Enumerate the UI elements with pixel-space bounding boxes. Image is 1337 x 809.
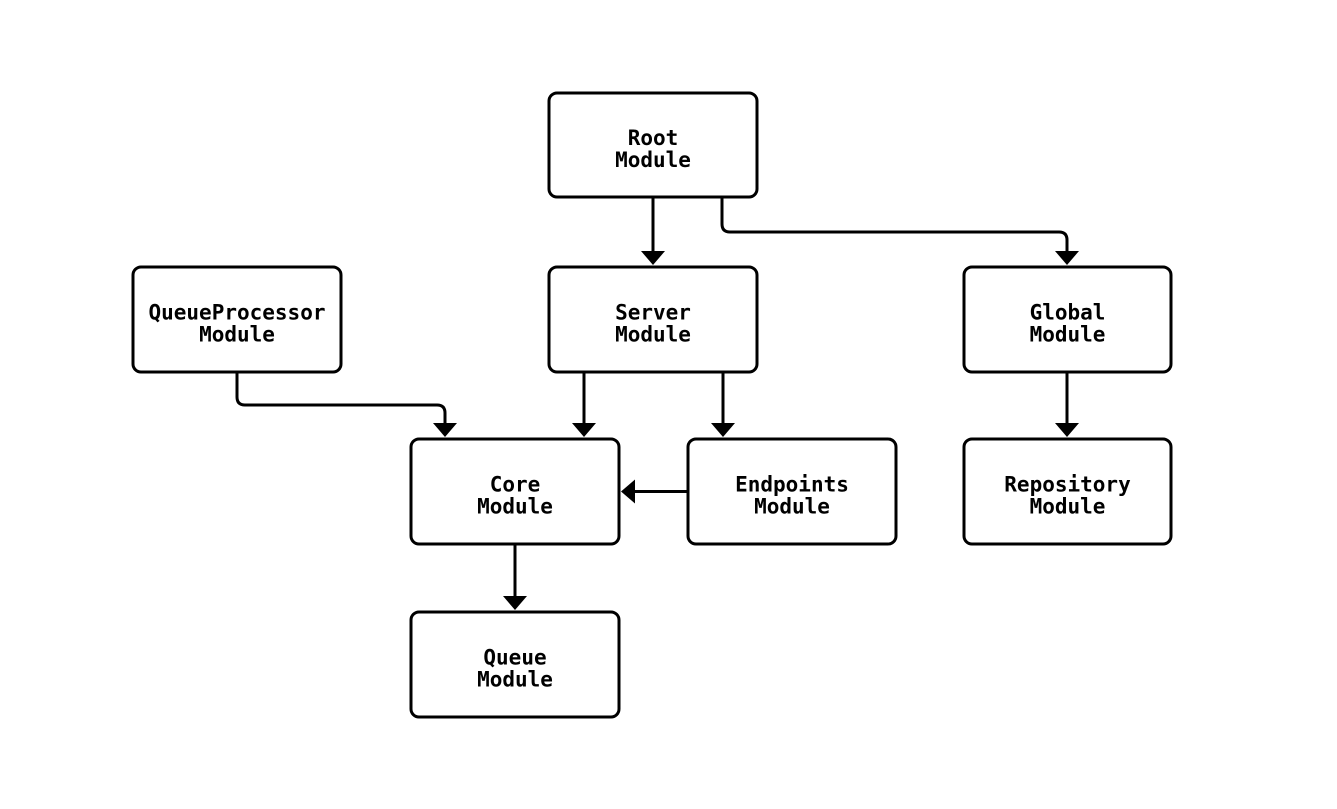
edges-layer <box>235 198 1079 610</box>
edge-queue-processor-to-core <box>235 373 457 437</box>
node-global-label-line-1: Module <box>1030 323 1106 347</box>
node-repository-label-line-0: Repository <box>1004 473 1131 497</box>
node-core-box <box>409 437 621 546</box>
node-queue-processor-label-line-0: QueueProcessor <box>148 301 325 325</box>
node-server-label-line-0: Server <box>615 301 691 325</box>
node-queue-processor-label-line-1: Module <box>199 323 275 347</box>
node-queue-label-line-0: Queue <box>483 646 546 670</box>
node-queue-box <box>409 610 621 719</box>
node-server-box <box>547 265 759 374</box>
node-root-label-line-1: Module <box>615 148 691 172</box>
node-root-label-line-0: Root <box>628 126 679 150</box>
node-queue-processor-box <box>131 265 343 374</box>
node-server-label-line-1: Module <box>615 323 691 347</box>
node-global-box <box>962 265 1173 374</box>
node-queue-label-line-1: Module <box>477 668 553 692</box>
node-core-label-line-1: Module <box>477 495 553 519</box>
node-global-label-line-0: Global <box>1030 301 1106 325</box>
node-endpoints-box <box>686 437 898 546</box>
node-endpoints-label-line-1: Module <box>754 495 830 519</box>
node-repository-box <box>962 437 1173 546</box>
node-root-box <box>547 91 759 199</box>
node-endpoints-label-line-0: Endpoints <box>735 473 849 497</box>
node-repository-label-line-1: Module <box>1030 495 1106 519</box>
node-core-label-line-0: Core <box>490 473 541 497</box>
edge-root-to-global <box>720 198 1079 265</box>
